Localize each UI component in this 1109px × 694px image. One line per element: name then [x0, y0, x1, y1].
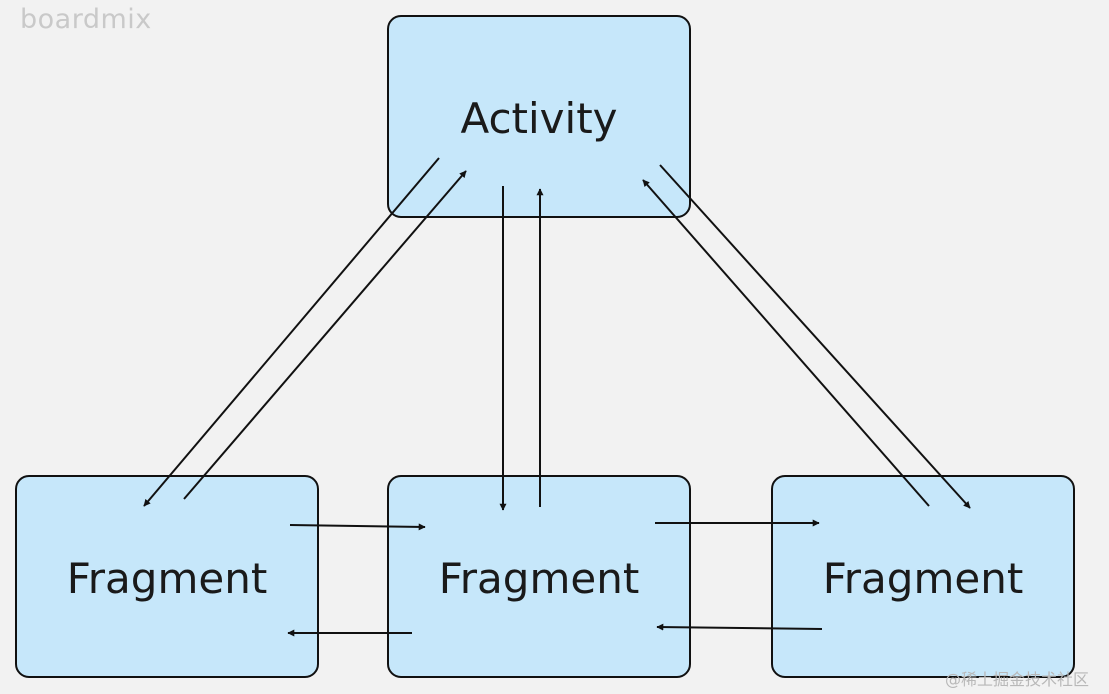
arrow-right-fragment-to-activity: [642, 179, 930, 507]
arrow-activity-to-right-fragment: [659, 164, 971, 509]
fragment-label-right: Fragment: [822, 554, 1024, 603]
source-watermark: @稀土掘金技术社区: [944, 670, 1089, 689]
fragment-node-right[interactable]: Fragment: [771, 475, 1075, 678]
fragment-node-left[interactable]: Fragment: [15, 475, 319, 678]
fragment-label-center: Fragment: [438, 554, 640, 603]
fragment-label-left: Fragment: [66, 554, 268, 603]
activity-label: Activity: [460, 94, 618, 143]
activity-node[interactable]: Activity: [387, 15, 691, 218]
fragment-node-center[interactable]: Fragment: [387, 475, 691, 678]
arrow-left-fragment-to-activity: [183, 170, 467, 500]
boardmix-watermark: boardmix: [20, 4, 152, 35]
